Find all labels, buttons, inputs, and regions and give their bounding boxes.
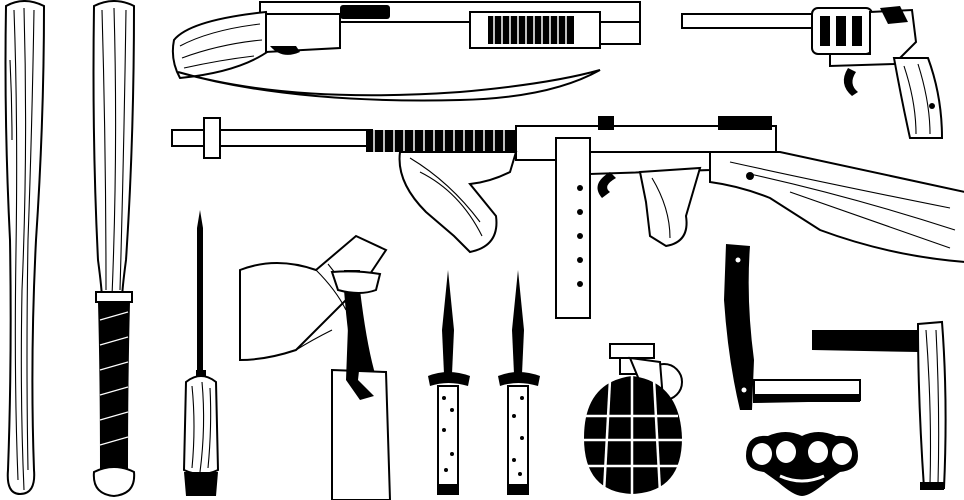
straight-razor-open-icon — [810, 320, 960, 492]
hand-grenade-icon — [584, 342, 690, 498]
baseball-bat-icon — [0, 0, 48, 500]
straight-razor-icon — [714, 240, 864, 412]
ice-pick-icon — [178, 210, 224, 500]
brass-knuckles-icon — [740, 430, 864, 500]
revolver-icon — [680, 6, 950, 146]
tommy-gun-icon — [170, 112, 964, 322]
taped-bat-icon — [88, 0, 140, 500]
pump-shotgun-icon — [170, 0, 645, 102]
stiletto-knife-icon — [424, 270, 474, 500]
molotov-cocktail-icon — [236, 230, 396, 500]
stiletto-knife-icon — [494, 270, 544, 500]
